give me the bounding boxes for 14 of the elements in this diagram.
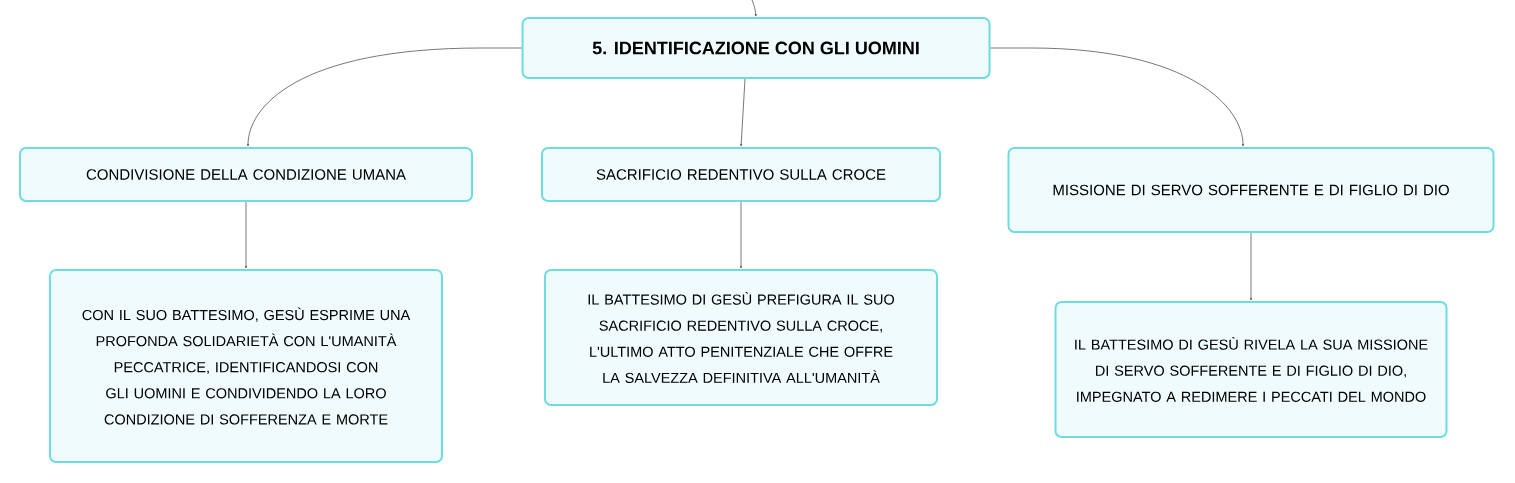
- arrow: [990, 47, 1245, 147]
- arrow: [244, 201, 248, 269]
- topic-box: CON IL SUO BATTESIMO, GESÙ ESPRIME UNA PROFONDA SOLIDARIETÀ CON L'UMANITÀ PECCATRICE, IDENTIFICANDOSI CON GLI UOMINI E CONDIVIDENDO LA LORO CONDIZIONE DI SOFFERENZA E MORTE: [49, 269, 443, 463]
- topic-box: MISSIONE DI SERVO SOFFERENTE E DI FIGLIO DI DIO: [1007, 147, 1495, 233]
- arrow: [740, 78, 746, 147]
- arrow: [1249, 232, 1253, 301]
- topic-box: IL BATTESIMO DI GESÙ PREFIGURA IL SUO SACRIFICIO REDENTIVO SULLA CROCE, L'ULTIMO ATTO PENITENZIALE CHE OFFRE LA SALVEZZA DEFINITIVA ALL'UMANITÀ: [544, 269, 938, 406]
- topic-box: CONDIVISIONE DELLA CONDIZIONE UMANA: [19, 147, 473, 202]
- topic-box: SACRIFICIO REDENTIVO SULLA CROCE: [541, 147, 941, 202]
- arrow: [751, 0, 757, 17]
- arrow: [739, 201, 743, 269]
- arrow: [246, 47, 522, 147]
- topic-box: 5. IDENTIFICAZIONE CON GLI UOMINI: [521, 17, 991, 79]
- topic-box: IL BATTESIMO DI GESÙ RIVELA LA SUA MISSIONE DI SERVO SOFFERENTE E DI FIGLIO DI DIO, IMPEGNATO A REDIMERE I PECCATI DEL MONDO: [1054, 301, 1448, 438]
